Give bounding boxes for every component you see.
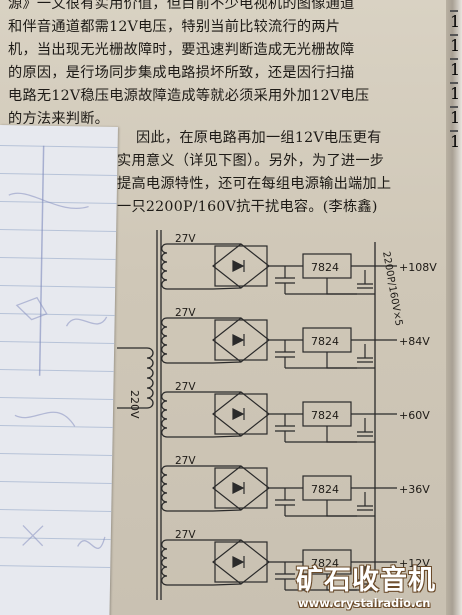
margin-char: 1: [450, 58, 461, 79]
paragraph2-line-2: 实用意义（详见下图）。另外，为了进一步: [117, 153, 385, 169]
article-line-1: 源》一文很有实用价值，但目前不少电视机的图像通道: [8, 0, 355, 12]
handwritten-note-sheet: [0, 125, 118, 615]
output-voltage-label: +84V: [399, 335, 430, 348]
article-line-4: 的原因，是行场同步集成电路损坏所致，还是因行扫描: [8, 65, 355, 81]
secondary-coil: [161, 465, 168, 512]
power-supply-schematic: 7824 27V +108V 7824 27V +84V 7824 27V +60V 7824 27…: [117, 230, 437, 600]
bridge-box: [214, 541, 268, 583]
secondary-coil: [161, 391, 168, 438]
site-watermark: 矿石收音机 www.crystalradio.cn: [296, 558, 456, 614]
regulator-label: 7824: [311, 557, 339, 570]
bridge-input-wires: [167, 243, 213, 290]
diode-icon: [232, 408, 245, 420]
bridge-box: [214, 319, 268, 361]
bridge-leads: [212, 391, 242, 438]
regulator-label: 7824: [311, 483, 339, 496]
filter-capacitor: [275, 277, 295, 294]
article-line-3: 机，当出现无光栅故障时，要迅速判断造成无光栅故障: [8, 42, 355, 58]
rectifier-stage: 7824 27V +12V: [161, 529, 430, 591]
primary-voltage-label: 220V: [128, 390, 141, 419]
regulator-label: 7824: [311, 335, 339, 348]
bridge-input-wires: [167, 391, 213, 438]
dc-line: [269, 487, 303, 500]
winding-label: 27V: [175, 233, 196, 245]
output-voltage-label: +12V: [399, 557, 430, 570]
margin-char: 1: [450, 82, 461, 103]
rectifier-stage: 7824 27V +36V: [161, 455, 430, 517]
filter-capacitor: [275, 499, 295, 516]
bridge-box: [214, 393, 268, 435]
bridge-leads: [212, 317, 242, 364]
bridge-leads: [212, 465, 242, 512]
rectifier-stage: 7824 27V +60V: [161, 381, 430, 443]
note-scribbles: [8, 145, 108, 550]
secondary-coil: [161, 243, 168, 290]
output-capacitor: [357, 492, 373, 511]
regulator-label: 7824: [311, 409, 339, 422]
winding-label: 27V: [175, 381, 196, 393]
output-capacitor: [357, 418, 373, 437]
watermark-title: 矿石收音机: [296, 565, 436, 596]
secondary-coil: [161, 539, 168, 586]
bridge-input-wires: [167, 317, 213, 364]
margin-char: 1: [450, 106, 461, 127]
output-capacitor: [357, 270, 373, 289]
bridge-box: [214, 245, 268, 287]
winding-label: 27V: [175, 529, 196, 541]
bridge-box: [214, 467, 268, 509]
filter-capacitor: [275, 351, 295, 368]
output-voltage-label: +108V: [399, 261, 437, 274]
article-line-6: 的方法来判断。: [8, 111, 110, 127]
margin-char: 1: [450, 34, 461, 55]
transformer-core: [156, 230, 162, 600]
paragraph2-line-3: 提高电源特性，还可在每组电源输出端加上: [117, 176, 392, 192]
adjacent-page-edge: 1 1 1 1 1 1: [446, 0, 462, 615]
rectifier-stage: 7824 27V +108V: [161, 233, 437, 295]
output-capacitor: [357, 566, 373, 585]
secondary-coil: [161, 317, 168, 364]
bridge-input-wires: [167, 465, 213, 512]
diode-icon: [232, 260, 245, 272]
diode-icon: [232, 556, 245, 568]
margin-char: 1: [450, 10, 461, 31]
watermark-url: www.crystalradio.cn: [298, 596, 431, 610]
article-line-5: 电路无12V稳压电源故障造成等就必须采用外加12V电压: [8, 88, 370, 104]
diode-icon: [232, 482, 245, 494]
article-line-2: 和伴音通道都需12V电压，特别当前比较流行的两片: [8, 19, 341, 35]
winding-label: 27V: [175, 307, 196, 319]
regulator-label: 7824: [311, 261, 339, 274]
filter-capacitor: [275, 573, 295, 590]
rectifier-stage: 7824 27V +84V: [161, 307, 430, 369]
dc-line: [269, 265, 303, 278]
primary-coil: [146, 347, 154, 409]
winding-label: 27V: [175, 455, 196, 467]
output-capacitor: [357, 344, 373, 363]
margin-char: 1: [450, 130, 461, 151]
dc-line: [269, 339, 303, 352]
paragraph2-line-4: 一只2200P/160V抗干扰电容。(李栋鑫): [117, 199, 378, 215]
bridge-input-wires: [167, 539, 213, 586]
output-voltage-label: +36V: [399, 483, 430, 496]
filter-capacitor: [275, 425, 295, 442]
bridge-leads: [212, 539, 242, 586]
diode-icon: [232, 334, 245, 346]
dc-line: [269, 413, 303, 426]
paragraph2-line-1: 因此，在原电路再加一组12V电压更有: [136, 130, 382, 146]
bridge-leads: [212, 243, 242, 290]
dc-line: [269, 561, 303, 574]
output-voltage-label: +60V: [399, 409, 430, 422]
